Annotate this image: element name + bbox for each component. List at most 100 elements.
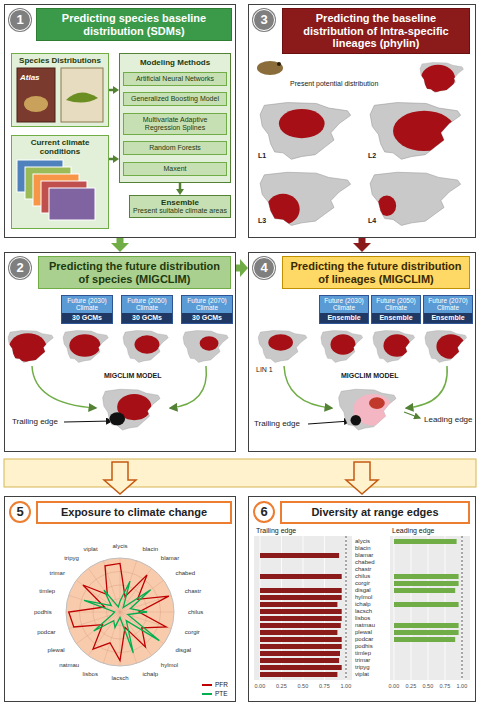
axis-tick: 0.50 <box>423 683 434 689</box>
frog-picture <box>24 96 48 112</box>
radar-line <box>69 563 169 660</box>
grid-line <box>346 536 347 680</box>
plot-ground <box>390 536 470 680</box>
species-code: viplat <box>84 546 98 553</box>
panel-heading: Predicting the future distribution of li… <box>282 256 470 289</box>
panel-heading: Predicting the baseline distribution of … <box>282 8 470 54</box>
input-box: Current climate conditions <box>11 135 109 229</box>
trailing-bar <box>260 609 342 614</box>
lizard-picture <box>66 92 98 102</box>
range-area <box>266 194 299 225</box>
range-patch <box>377 195 396 216</box>
scenario-name: Future (2050) Climate <box>122 296 172 313</box>
species-code: podhis <box>34 609 52 616</box>
panel-heading: Diversity at range edges <box>280 501 470 524</box>
range-area <box>268 334 293 350</box>
scenario-name: Future (2050) Climate <box>372 296 420 313</box>
method-name: Multivariate Adaptive Regression Splines <box>127 116 223 132</box>
book-title: Atlas <box>20 73 40 82</box>
trailing-bar <box>260 658 339 663</box>
range-patch <box>268 334 293 350</box>
trailing-bar <box>260 595 342 600</box>
range-map <box>260 172 350 225</box>
range-area <box>9 333 46 362</box>
species-code: alycis <box>113 543 128 550</box>
radar-area <box>66 558 174 666</box>
connector <box>236 259 248 277</box>
scenario-name: Future (2070) Climate <box>424 296 472 313</box>
method-name: Artificial Neural Networks <box>127 75 223 83</box>
species-code: natmau <box>355 622 375 629</box>
axis-tick: 0.00 <box>255 683 266 689</box>
species-code: chastr <box>185 588 201 595</box>
scenario-name: Future (2070) Climate <box>182 296 232 313</box>
species-code: plewal <box>355 629 372 636</box>
range-patch <box>69 334 100 357</box>
step-number: 2 <box>9 257 31 279</box>
range-area <box>421 65 455 92</box>
range-patch <box>279 109 325 138</box>
trailing-bar <box>260 623 341 628</box>
range-map <box>339 389 396 430</box>
flow-curve <box>284 366 332 408</box>
range-area <box>279 109 325 138</box>
axis-tick: 0.50 <box>298 683 309 689</box>
summary-band <box>4 459 476 487</box>
range-patch <box>421 65 455 92</box>
species-code: chabed <box>175 570 195 577</box>
flow-curve <box>32 366 96 408</box>
axis-tick: 0.25 <box>406 683 417 689</box>
step-panel: 3 Predicting the baseline distribution of… <box>248 4 476 238</box>
step-number: 6 <box>253 501 275 523</box>
leading-bar <box>394 637 455 642</box>
grid-line <box>445 536 446 680</box>
method-box: Maxent <box>123 162 227 176</box>
trailing-bar <box>260 602 337 607</box>
range-map <box>373 331 415 363</box>
range-patch <box>351 415 362 426</box>
species-code: lacsch <box>112 675 129 682</box>
lineage-label: L4 <box>368 217 376 225</box>
edge-label: Leading edge <box>424 415 473 424</box>
frog-eye <box>277 62 281 66</box>
range-map <box>370 172 460 225</box>
leader-arrow <box>308 421 350 424</box>
iberia-outline <box>321 331 363 363</box>
species-code: disgal <box>175 647 191 654</box>
trailing-bar <box>260 553 339 558</box>
iberia-outline <box>339 389 396 430</box>
hollow-arrow <box>346 462 378 494</box>
scenario-source: 30 GCMs <box>182 313 232 323</box>
species-code: viplat <box>355 671 369 678</box>
connector-line <box>109 89 114 92</box>
axis-tick: 0.75 <box>319 683 330 689</box>
axis-tick: 1.00 <box>457 683 468 689</box>
lineage-label: LIN 1 <box>256 366 273 374</box>
range-area <box>377 195 396 216</box>
panel-heading: Predicting species baseline distribution… <box>36 8 232 41</box>
box-title: Species Distributions <box>12 54 108 67</box>
step-number: 3 <box>253 9 275 31</box>
species-code: blamar <box>161 555 179 562</box>
range-map <box>103 389 160 430</box>
iberia-outline <box>103 389 160 430</box>
species-code: lisbos <box>355 615 370 622</box>
species-code: hylmol <box>161 662 178 669</box>
arrow-head <box>353 243 371 252</box>
species-code: ichalp <box>142 671 158 678</box>
lineage-label: L1 <box>258 152 266 160</box>
method-box: Generalized Boosting Model <box>123 92 227 106</box>
range-patch <box>331 334 356 355</box>
arrow-head <box>240 259 248 277</box>
range-patch <box>369 397 385 409</box>
step-number: 1 <box>9 9 31 31</box>
species-code: hylmol <box>355 594 372 601</box>
grid-line <box>394 536 395 680</box>
range-map <box>63 331 108 363</box>
box-title: Current climate conditions <box>12 136 108 158</box>
species-code: blamar <box>355 552 373 559</box>
iberia-outline <box>260 172 350 225</box>
leading-bar <box>394 623 459 628</box>
range-map <box>370 103 460 160</box>
